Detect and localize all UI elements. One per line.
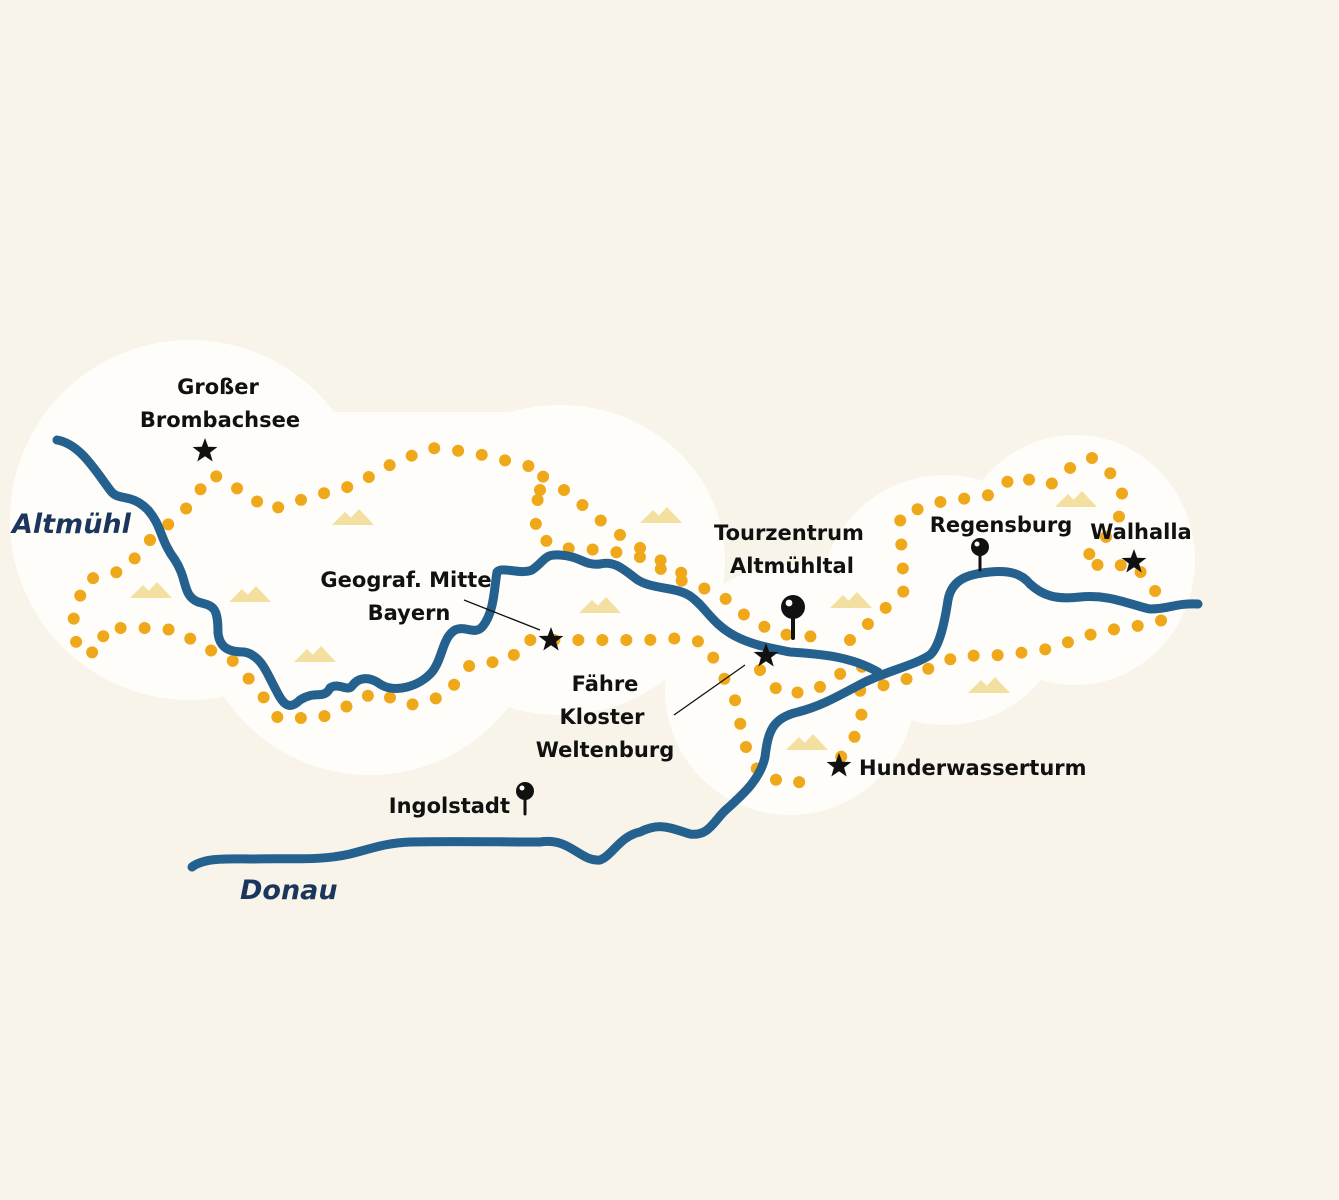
pin-icon [516,782,534,816]
svg-text:Kloster: Kloster [559,705,645,729]
leader-line-faehre [673,664,746,716]
svg-text:Weltenburg: Weltenburg [536,738,674,762]
leader-line-geograf-mitte [463,599,541,631]
place-tourzentrum: Tourzentrum Altmühltal [714,521,864,578]
region-background [10,340,1195,815]
bike-trails [65,441,1169,791]
trail-west [144,441,824,643]
river-altmuehl [52,435,883,710]
trail-east [854,614,1169,696]
place-geograf-mitte: Geograf. Mitte Bayern [320,568,491,625]
svg-text:Bayern: Bayern [368,601,451,625]
trail-north-east [844,451,1168,646]
river-label-donau: Donau [240,875,338,906]
place-faehre-kloster-weltenburg: Fähre Kloster Weltenburg [536,672,674,762]
svg-text:Brombachsee: Brombachsee [140,408,300,432]
trail-south-west [65,534,826,791]
pin-icon [781,595,805,640]
svg-text:Geograf. Mitte: Geograf. Mitte [320,568,491,592]
svg-text:Altmühltal: Altmühltal [730,554,854,578]
svg-text:Tourzentrum: Tourzentrum [714,521,864,545]
svg-text:Großer: Großer [177,375,259,399]
place-hundertwasserturm: Hunderwasserturm [859,756,1087,780]
pin-icon [971,538,989,572]
svg-text:Fähre: Fähre [572,672,639,696]
trail-middle [534,484,696,584]
river-label-altmuehl: Altmühl [10,509,132,540]
place-regensburg: Regensburg [930,513,1073,537]
place-walhalla: Walhalla [1090,520,1191,544]
river-donau [187,567,1203,872]
place-brombachsee: Großer Brombachsee [140,375,300,432]
place-ingolstadt: Ingolstadt [389,794,510,818]
